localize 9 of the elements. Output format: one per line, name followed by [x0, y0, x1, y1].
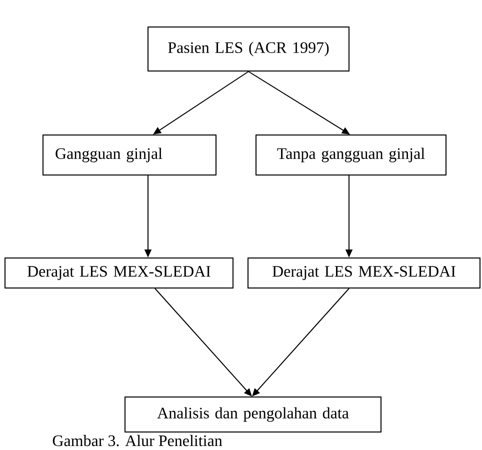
process-box: Analisis dan pengolahan data — [124, 396, 382, 432]
process-box: Derajat LES MEX-SLEDAI — [4, 258, 234, 288]
process-box: Gangguan ginjal — [42, 134, 216, 176]
arrow — [252, 288, 350, 396]
arrow — [154, 288, 252, 396]
process-box: Tanpa gangguan ginjal — [256, 134, 446, 176]
process-box: Pasien LES (ACR 1997) — [148, 26, 350, 72]
caption: Gambar 3. Alur Penelitian — [52, 434, 222, 446]
process-box: Derajat LES MEX-SLEDAI — [248, 258, 480, 288]
